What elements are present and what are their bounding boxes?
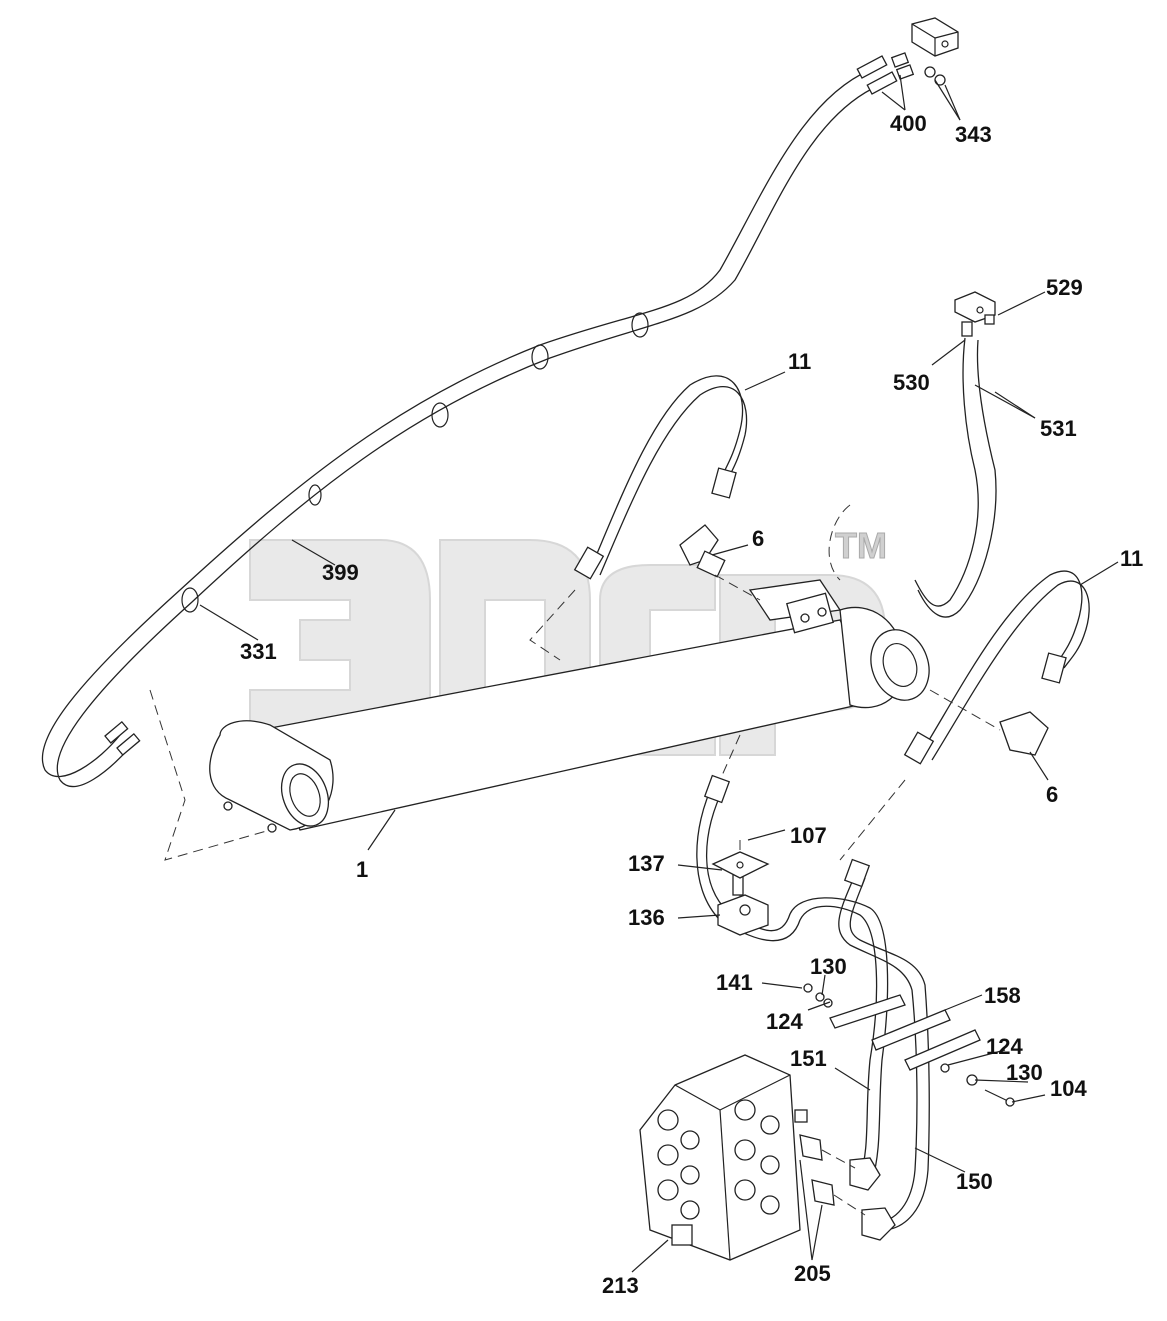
callout-205: 205	[794, 1261, 831, 1286]
watermark-trademark: TM	[835, 525, 887, 566]
callout-331: 331	[240, 639, 277, 664]
callout-400: 400	[890, 111, 927, 136]
elbow-fitting-6-upper	[679, 524, 761, 601]
callout-11-lower: 11	[1120, 546, 1143, 571]
callout-141: 141	[716, 970, 753, 995]
connector-block-top	[890, 17, 959, 86]
assembly-dashed-lines	[149, 504, 851, 900]
hose-11-lower	[839, 570, 1090, 861]
callout-11-upper: 11	[788, 349, 811, 374]
callout-150: 150	[956, 1169, 993, 1194]
callout-531: 531	[1040, 416, 1077, 441]
callout-6-lower: 6	[1046, 782, 1058, 807]
callout-124-right: 124	[986, 1034, 1023, 1059]
callout-124-left: 124	[766, 1009, 803, 1034]
callout-130-lower: 130	[1006, 1060, 1043, 1085]
callout-530: 530	[893, 370, 930, 395]
clamp-plates-158	[803, 983, 1015, 1107]
callout-6-upper: 6	[752, 526, 764, 551]
hose-531-assembly	[914, 291, 997, 618]
callout-1: 1	[356, 857, 368, 882]
long-hose-assembly	[41, 55, 898, 787]
callout-137: 137	[628, 851, 665, 876]
callout-labels: 400 343 529 530 531 11 6 11 6 399 331 1 …	[240, 111, 1143, 1298]
callout-104: 104	[1050, 1076, 1087, 1101]
callout-343: 343	[955, 122, 992, 147]
hydraulic-cylinder	[209, 579, 930, 833]
clamp-set	[711, 851, 770, 936]
callout-529: 529	[1046, 275, 1083, 300]
control-valve-block	[639, 1054, 866, 1261]
tube-assembly	[696, 774, 930, 1241]
callout-213: 213	[602, 1273, 639, 1298]
callout-399: 399	[322, 560, 359, 585]
callout-136: 136	[628, 905, 665, 930]
callout-151: 151	[790, 1046, 827, 1071]
callout-158: 158	[984, 983, 1021, 1008]
leader-lines	[199, 74, 1119, 1273]
callout-107: 107	[790, 823, 827, 848]
hose-11-upper	[573, 375, 748, 580]
callout-130-upper: 130	[810, 954, 847, 979]
